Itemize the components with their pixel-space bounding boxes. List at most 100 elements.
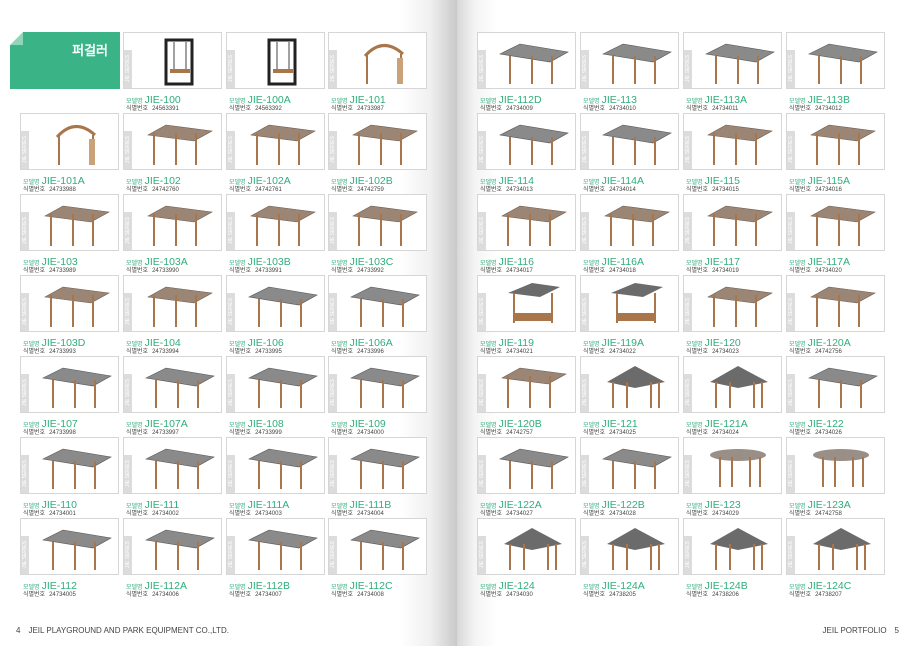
series-tag: JIE SERIES [21,374,29,412]
series-tag: JIE SERIES [684,50,692,88]
canopy-icon [499,124,569,165]
pergola-icon [810,286,876,327]
model-value: JIE-117 [704,256,740,268]
model-label: 모델명 [229,585,246,591]
id-label: 식별번호 [480,511,503,517]
model-label: 모델명 [686,504,703,510]
id-value: 24563391 [152,106,179,112]
product-image: JIE SERIES [328,356,427,413]
product-image: JIE SERIES [477,32,576,89]
id-label: 식별번호 [331,511,354,517]
product-image: JIE SERIES [477,194,576,251]
model-label: 모델명 [126,261,143,267]
swing-icon [164,38,194,86]
swing-icon [267,38,297,86]
series-tag: JIE SERIES [124,131,132,169]
model-label: 모델명 [789,180,806,186]
id-value: 24734025 [609,430,636,436]
id-value: 24742758 [815,511,842,517]
model-value: JIE-103A [144,256,188,268]
series-tag: JIE SERIES [787,131,795,169]
id-value: 24734018 [609,268,636,274]
id-label: 식별번호 [583,187,606,193]
model-value: JIE-122B [601,499,645,511]
model-label: 모델명 [229,180,246,186]
model-label: 모델명 [331,342,348,348]
series-tag: JIE SERIES [787,50,795,88]
series-tag: JIE SERIES [581,212,589,250]
product-image: JIE SERIES [226,113,325,170]
series-tag: JIE SERIES [478,131,486,169]
round-canopy-icon [813,449,869,487]
series-tag: JIE SERIES [478,455,486,493]
model-value: JIE-113 [601,94,637,106]
